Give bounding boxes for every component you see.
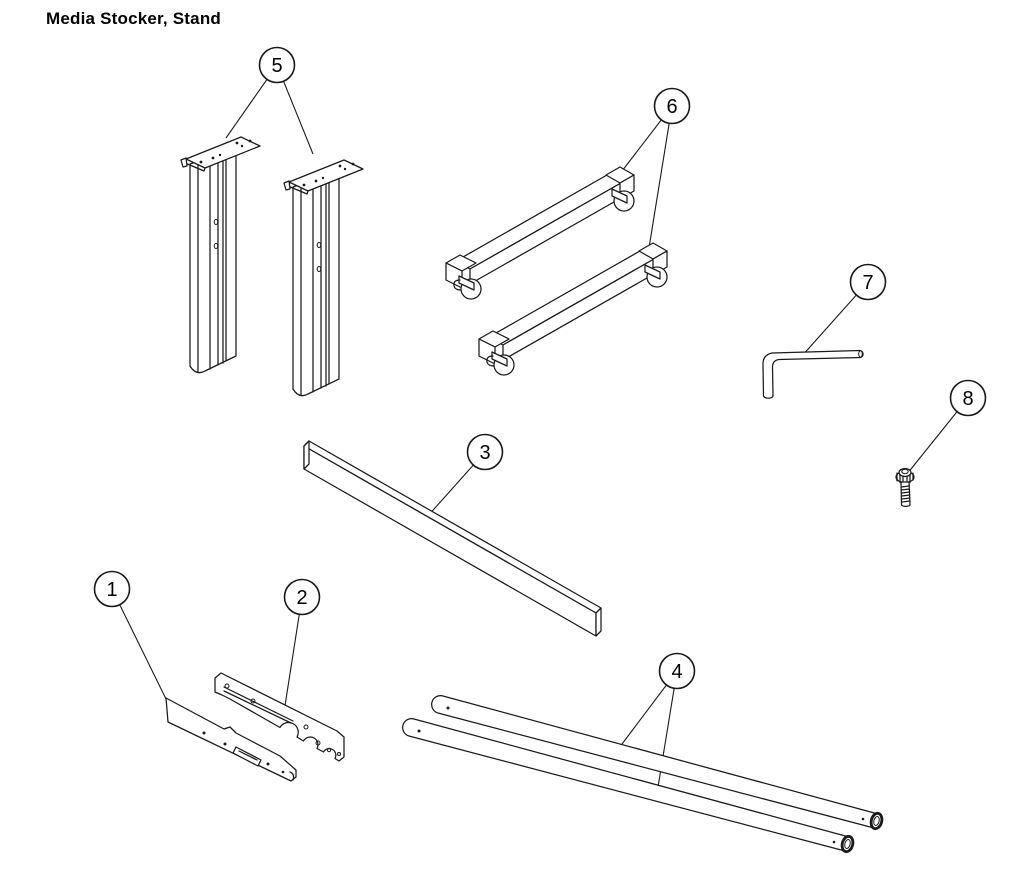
leader-line-6b: [647, 105, 673, 255]
callout-4-circle: [658, 652, 696, 690]
callout-2: 2: [283, 578, 321, 616]
callout-4: 4: [658, 652, 696, 690]
callout-1-number: 1: [106, 579, 117, 601]
callout-5-circle: [258, 46, 296, 84]
callout-1: 1: [93, 570, 131, 608]
callout-8: 8: [949, 379, 987, 417]
callout-8-circle: [949, 379, 987, 417]
part-flange-screw: [895, 467, 915, 507]
callout-4-number: 4: [671, 661, 682, 683]
callout-3-number: 3: [479, 442, 490, 464]
leader-line-2: [283, 596, 303, 713]
part-stand-leg-left: [180, 136, 261, 374]
part-roll-tube-lower: [401, 717, 856, 855]
callout-2-circle: [283, 578, 321, 616]
part-hex-wrench: [762, 349, 864, 399]
callout-6-circle: [653, 87, 691, 125]
callout-3-circle: [466, 433, 504, 471]
part-stand-leg-right: [283, 159, 364, 397]
part-crossbar: [303, 440, 602, 637]
callout-3: 3: [466, 433, 504, 471]
callout-2-number: 2: [296, 587, 307, 609]
callout-1-circle: [93, 570, 131, 608]
callout-6-number: 6: [666, 96, 677, 118]
part-mount-plate: [165, 697, 297, 782]
callout-7-number: 7: [862, 272, 873, 294]
callout-7-circle: [849, 263, 887, 301]
callout-5: 5: [258, 46, 296, 84]
callout-7: 7: [849, 263, 887, 301]
callout-8-number: 8: [962, 388, 973, 410]
part-roll-tube-upper: [430, 694, 885, 832]
part-notched-bracket: [214, 672, 345, 762]
leader-line-1: [111, 588, 168, 702]
leader-lines: [111, 64, 969, 788]
callout-6: 6: [653, 87, 691, 125]
callout-5-number: 5: [271, 55, 282, 77]
page-title: Media Stocker, Stand: [46, 9, 221, 28]
